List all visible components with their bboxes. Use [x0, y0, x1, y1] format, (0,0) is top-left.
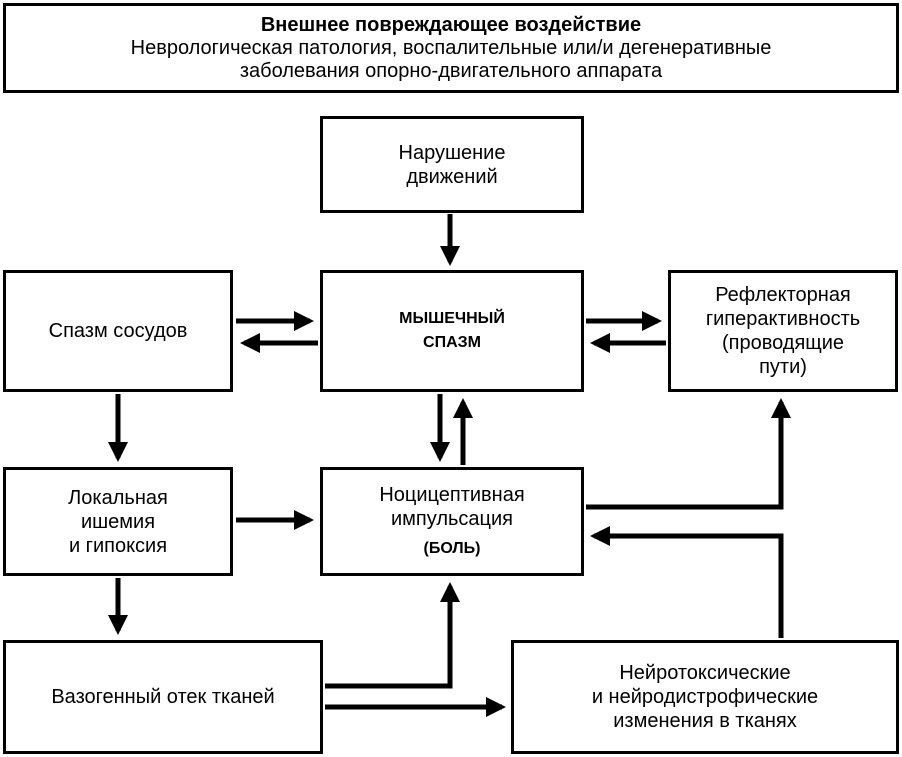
- node-local-ischemia: Локальная ишемия и гипоксия: [3, 467, 233, 576]
- header-line-1: Неврологическая патология, воспалительны…: [130, 36, 772, 59]
- node-neurotoxic-line-1: Нейротоксические: [619, 662, 791, 684]
- node-movement-line-2: движений: [406, 165, 498, 188]
- header-title: Внешнее повреждающее воздействие: [260, 13, 642, 36]
- arrow-neurotoxic-to-nociceptive: [590, 526, 784, 638]
- node-edema-line-1: Вазогенный отек тканей: [51, 686, 275, 708]
- node-nociceptive-impulse: Ноцицептивная импульсация (БОЛЬ): [320, 467, 584, 576]
- node-vessel-spasm: Спазм сосудов: [3, 270, 233, 392]
- node-vasogenic-edema: Вазогенный отек тканей: [3, 640, 323, 754]
- header-box: Внешнее повреждающее воздействие Невроло…: [3, 3, 899, 93]
- node-reflex-line-3: (проводящие: [721, 332, 845, 354]
- node-ischemia-line-2: ишемия: [80, 510, 156, 533]
- node-muscle-spasm: МЫШЕЧНЫЙ СПАЗМ: [320, 270, 584, 392]
- node-reflex-line-4: пути): [759, 356, 807, 378]
- node-neurotoxic-line-3: изменения в тканях: [613, 710, 797, 732]
- node-movement-line-1: Нарушение: [398, 141, 506, 164]
- header-line-2: заболевания опорно-двигательного аппарат…: [239, 59, 663, 82]
- node-spasm-line-1: МЫШЕЧНЫЙ: [399, 310, 505, 327]
- node-spasm-line-2: СПАЗМ: [423, 334, 481, 351]
- node-ischemia-line-3: и гипоксия: [68, 534, 168, 557]
- arrow-nociceptive-to-reflex: [586, 398, 791, 510]
- node-reflex-line-1: Рефлекторная: [715, 284, 851, 306]
- node-nociceptive-line-1: Ноцицептивная: [379, 483, 525, 506]
- node-neurotoxic-line-2: и нейродистрофические: [591, 686, 819, 708]
- node-ischemia-line-1: Локальная: [68, 486, 168, 509]
- node-neurotoxic-changes: Нейротоксические и нейродистрофические и…: [511, 640, 899, 754]
- node-reflex-hyperactivity: Рефлекторная гиперактивность (проводящие…: [668, 270, 898, 392]
- node-vessels-line-1: Спазм сосудов: [48, 320, 188, 342]
- arrow-edema-to-nociceptive: [325, 582, 460, 689]
- node-nociceptive-line-2: импульсация: [391, 507, 513, 530]
- node-movement-disorder: Нарушение движений: [320, 116, 584, 213]
- node-nociceptive-line-3: (БОЛЬ): [423, 539, 481, 557]
- node-reflex-line-2: гиперактивность: [705, 308, 861, 330]
